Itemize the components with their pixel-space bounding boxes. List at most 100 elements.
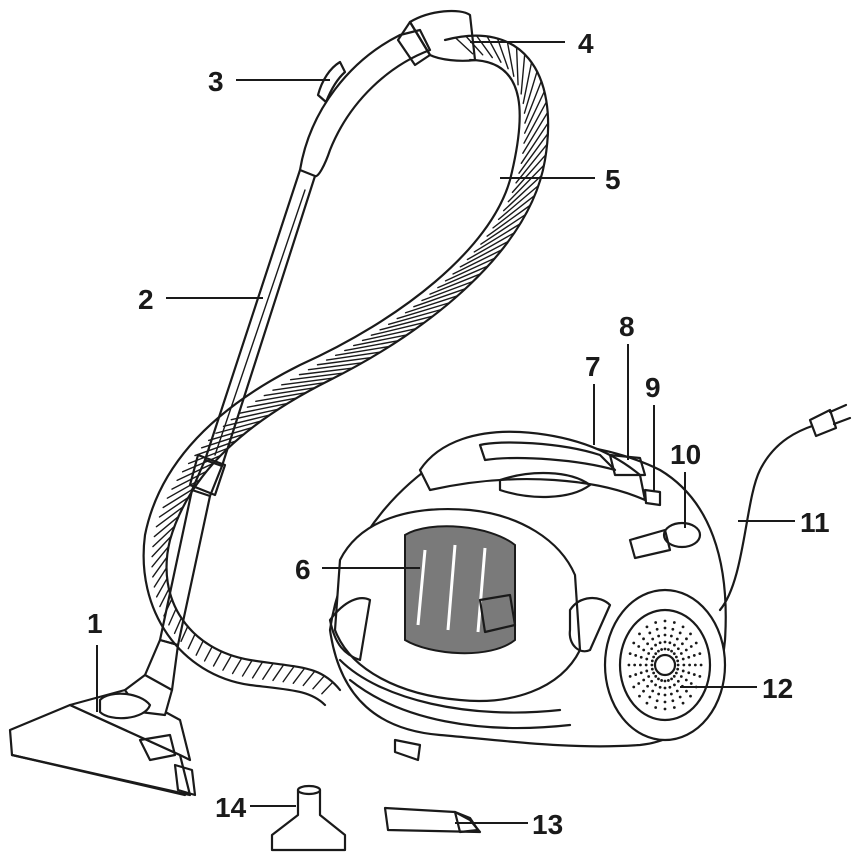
hose-rib	[272, 382, 326, 391]
vent-dot	[654, 706, 658, 709]
hose-rib	[475, 34, 494, 59]
vent-dot	[674, 655, 678, 659]
vent-dot	[645, 625, 649, 629]
vent-dot	[681, 625, 685, 629]
hose-rib	[459, 240, 509, 268]
vent-dot	[642, 637, 645, 641]
handle-assembly	[298, 9, 477, 178]
vent-dot	[663, 707, 667, 711]
hose-rib	[151, 535, 172, 558]
vent-dot	[676, 663, 680, 667]
hose-rib	[497, 184, 540, 221]
hose-rib	[246, 397, 298, 408]
vent-dot	[654, 683, 657, 687]
power-cord	[718, 403, 852, 612]
vent-dot	[685, 689, 688, 693]
vent-dot	[693, 663, 697, 667]
exhaust-cover	[603, 588, 727, 742]
vent-dot	[679, 652, 683, 655]
vent-dot	[670, 649, 673, 653]
crevice-nozzle	[383, 806, 482, 834]
hose-rib	[171, 470, 208, 490]
vent-dot	[654, 621, 658, 624]
vent-dot	[676, 667, 680, 671]
floor-nozzle	[8, 638, 197, 797]
hose-rib	[230, 408, 280, 421]
vent-dot	[628, 674, 632, 678]
vent-dot	[663, 640, 667, 644]
vent-dot	[660, 679, 664, 682]
hose-rib	[153, 567, 168, 588]
vent-dot	[663, 686, 667, 690]
vent-dot	[655, 627, 659, 631]
hose-rib	[502, 174, 543, 212]
hose-rib	[282, 665, 295, 683]
vent-dot	[638, 694, 641, 698]
callout-8: 8	[619, 311, 635, 342]
vent-dot	[657, 634, 661, 638]
hose-rib	[263, 386, 316, 397]
hose-rib	[153, 515, 180, 538]
vent-dot	[650, 647, 654, 651]
vent-dot	[652, 671, 656, 675]
hose-rib	[496, 37, 509, 70]
vent-dot	[689, 682, 693, 685]
hose-rib	[523, 101, 548, 144]
vent-dot	[692, 673, 696, 676]
hose-rib	[466, 232, 515, 261]
vent-dot	[675, 689, 679, 693]
hose-rib	[429, 273, 482, 295]
vent-dot	[647, 652, 651, 655]
vent-dot	[654, 674, 658, 678]
callout-1: 1	[87, 608, 103, 639]
callout-3: 3	[208, 66, 224, 97]
vent-dot	[645, 669, 649, 673]
vent-dot	[657, 677, 660, 681]
vent-dot	[679, 675, 683, 678]
vent-dot	[672, 706, 676, 709]
hose-rib	[203, 645, 213, 662]
vent-dot	[676, 647, 680, 651]
telescopic-wand	[158, 168, 317, 647]
vent-dot	[689, 645, 693, 648]
vent-dot	[658, 641, 662, 645]
vent-dot	[692, 654, 696, 657]
hose-rib	[238, 402, 289, 415]
hose-rib	[352, 334, 408, 347]
hose-rib	[176, 462, 215, 482]
vent-dot	[689, 694, 692, 698]
vent-dot	[687, 655, 691, 659]
hose-rib	[292, 667, 306, 684]
vent-dot	[650, 659, 654, 663]
hose-rib	[511, 154, 547, 194]
hose-rib	[168, 608, 177, 626]
hose-rib	[486, 35, 502, 63]
hose-rib	[396, 302, 451, 320]
vent-dot	[668, 641, 672, 645]
vent-dot	[642, 689, 645, 693]
vent-dot	[644, 663, 648, 667]
hose-rib	[262, 662, 274, 680]
vent-dot	[688, 663, 691, 667]
vent-dot	[658, 685, 662, 689]
vent-dot	[678, 631, 682, 635]
callout-5: 5	[605, 164, 621, 195]
vent-dot	[634, 673, 638, 676]
vent-dot	[645, 657, 649, 661]
hose-rib	[222, 414, 271, 428]
vent-dot	[651, 689, 655, 693]
hose-rib	[520, 122, 549, 165]
hose-rib	[413, 287, 467, 308]
hose-rib	[181, 454, 222, 473]
hose-rib	[515, 46, 519, 86]
vent-dot	[648, 695, 652, 699]
hose-rib	[480, 213, 527, 245]
hose-rib	[212, 650, 223, 667]
hose-rib	[312, 675, 326, 690]
vent-dot	[699, 663, 703, 667]
vent-dot	[668, 685, 672, 689]
vent-dot	[639, 671, 643, 675]
vent-dot	[663, 679, 667, 683]
hose-rib	[520, 53, 526, 95]
vent-dot	[660, 648, 664, 651]
